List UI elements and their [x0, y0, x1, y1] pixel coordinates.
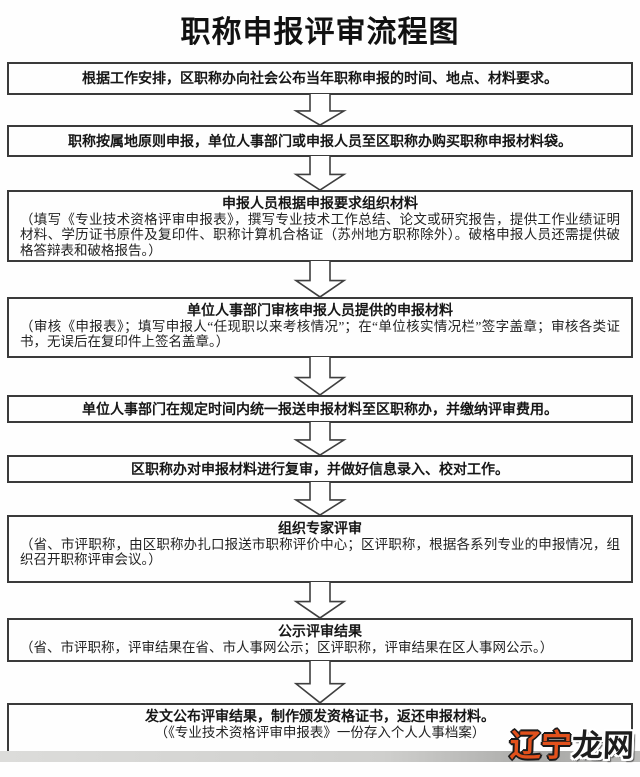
step-title: 发文公布评审结果，制作颁发资格证书，返还申报材料。 [145, 708, 495, 724]
down-arrow-icon [292, 582, 348, 619]
down-arrow-icon [292, 94, 348, 126]
flow-step-box-6: 区职称办对申报材料进行复审，并做好信息录入、校对工作。 [7, 455, 633, 483]
step-title: 单位人事部门在规定时间内统一报送申报材料至区职称办，并缴纳评审费用。 [82, 400, 558, 417]
flow-step-box-7: 组织专家评审 （省、市评职称，由区职称办扎口报送市职称评价中心；区评职称，根据各… [7, 515, 633, 583]
watermark-text-right: 龙网 [571, 728, 635, 763]
flow-step-box-9: 发文公布评审结果，制作颁发资格证书，返还申报材料。 （《专业技术资格评审申报表》… [7, 703, 633, 753]
step-title: 区职称办对申报材料进行复审，并做好信息录入、校对工作。 [131, 460, 509, 477]
flow-step-box-2: 职称按属地原则申报，单位人事部门或申报人员至区职称办购买职称申报材料袋。 [7, 125, 633, 157]
step-title: 组织专家评审 [278, 520, 362, 536]
page-title: 职称申报评审流程图 [180, 16, 460, 49]
down-arrow-icon [292, 357, 348, 396]
flow-step-box-5: 单位人事部门在规定时间内统一报送申报材料至区职称办，并缴纳评审费用。 [7, 395, 633, 423]
step-body: （审核《申报表》；填写申报人“任现职以来考核情况”；在“单位核实情况栏”签字盖章… [20, 319, 620, 350]
step-title: 职称按属地原则申报，单位人事部门或申报人员至区职称办购买职称申报材料袋。 [68, 132, 572, 149]
watermark-shadow-strip [0, 751, 640, 762]
down-arrow-icon [292, 482, 348, 516]
flow-step-box-3: 申报人员根据申报要求组织材料 （填写《专业技术资格评审申报表》，撰写专业技术工作… [7, 190, 633, 262]
step-body: （《专业技术资格评审申报表》一份存入个人人事档案） [154, 725, 486, 741]
step-body: （填写《专业技术资格评审申报表》，撰写专业技术工作总结、论文或研究报告，提供工作… [20, 212, 620, 258]
down-arrow-icon [292, 661, 348, 704]
step-title: 申报人员根据申报要求组织材料 [222, 195, 418, 211]
down-arrow-icon [292, 261, 348, 298]
step-title: 单位人事部门审核申报人员提供的申报材料 [187, 302, 453, 318]
step-title: 公示评审结果 [278, 623, 362, 639]
down-arrow-icon [292, 156, 348, 191]
step-body: （省、市评职称，由区职称办扎口报送市职称评价中心；区评职称，根据各系列专业的申报… [20, 537, 620, 568]
watermark-text-left: 辽宁 [509, 728, 573, 763]
flow-step-box-8: 公示评审结果 （省、市评职称，评审结果在省、市人事网公示；区评职称，评审结果在区… [7, 618, 633, 662]
flow-step-box-1: 根据工作安排，区职称办向社会公布当年职称申报的时间、地点、材料要求。 [7, 62, 633, 95]
step-title: 根据工作安排，区职称办向社会公布当年职称申报的时间、地点、材料要求。 [82, 70, 558, 87]
down-arrow-icon [292, 422, 348, 456]
flow-step-box-4: 单位人事部门审核申报人员提供的申报材料 （审核《申报表》；填写申报人“任现职以来… [7, 297, 633, 358]
step-body: （省、市评职称，评审结果在省、市人事网公示；区评职称，评审结果在区人事网公示。） [20, 640, 554, 656]
watermark-logo: 辽宁龙网 [509, 720, 635, 765]
